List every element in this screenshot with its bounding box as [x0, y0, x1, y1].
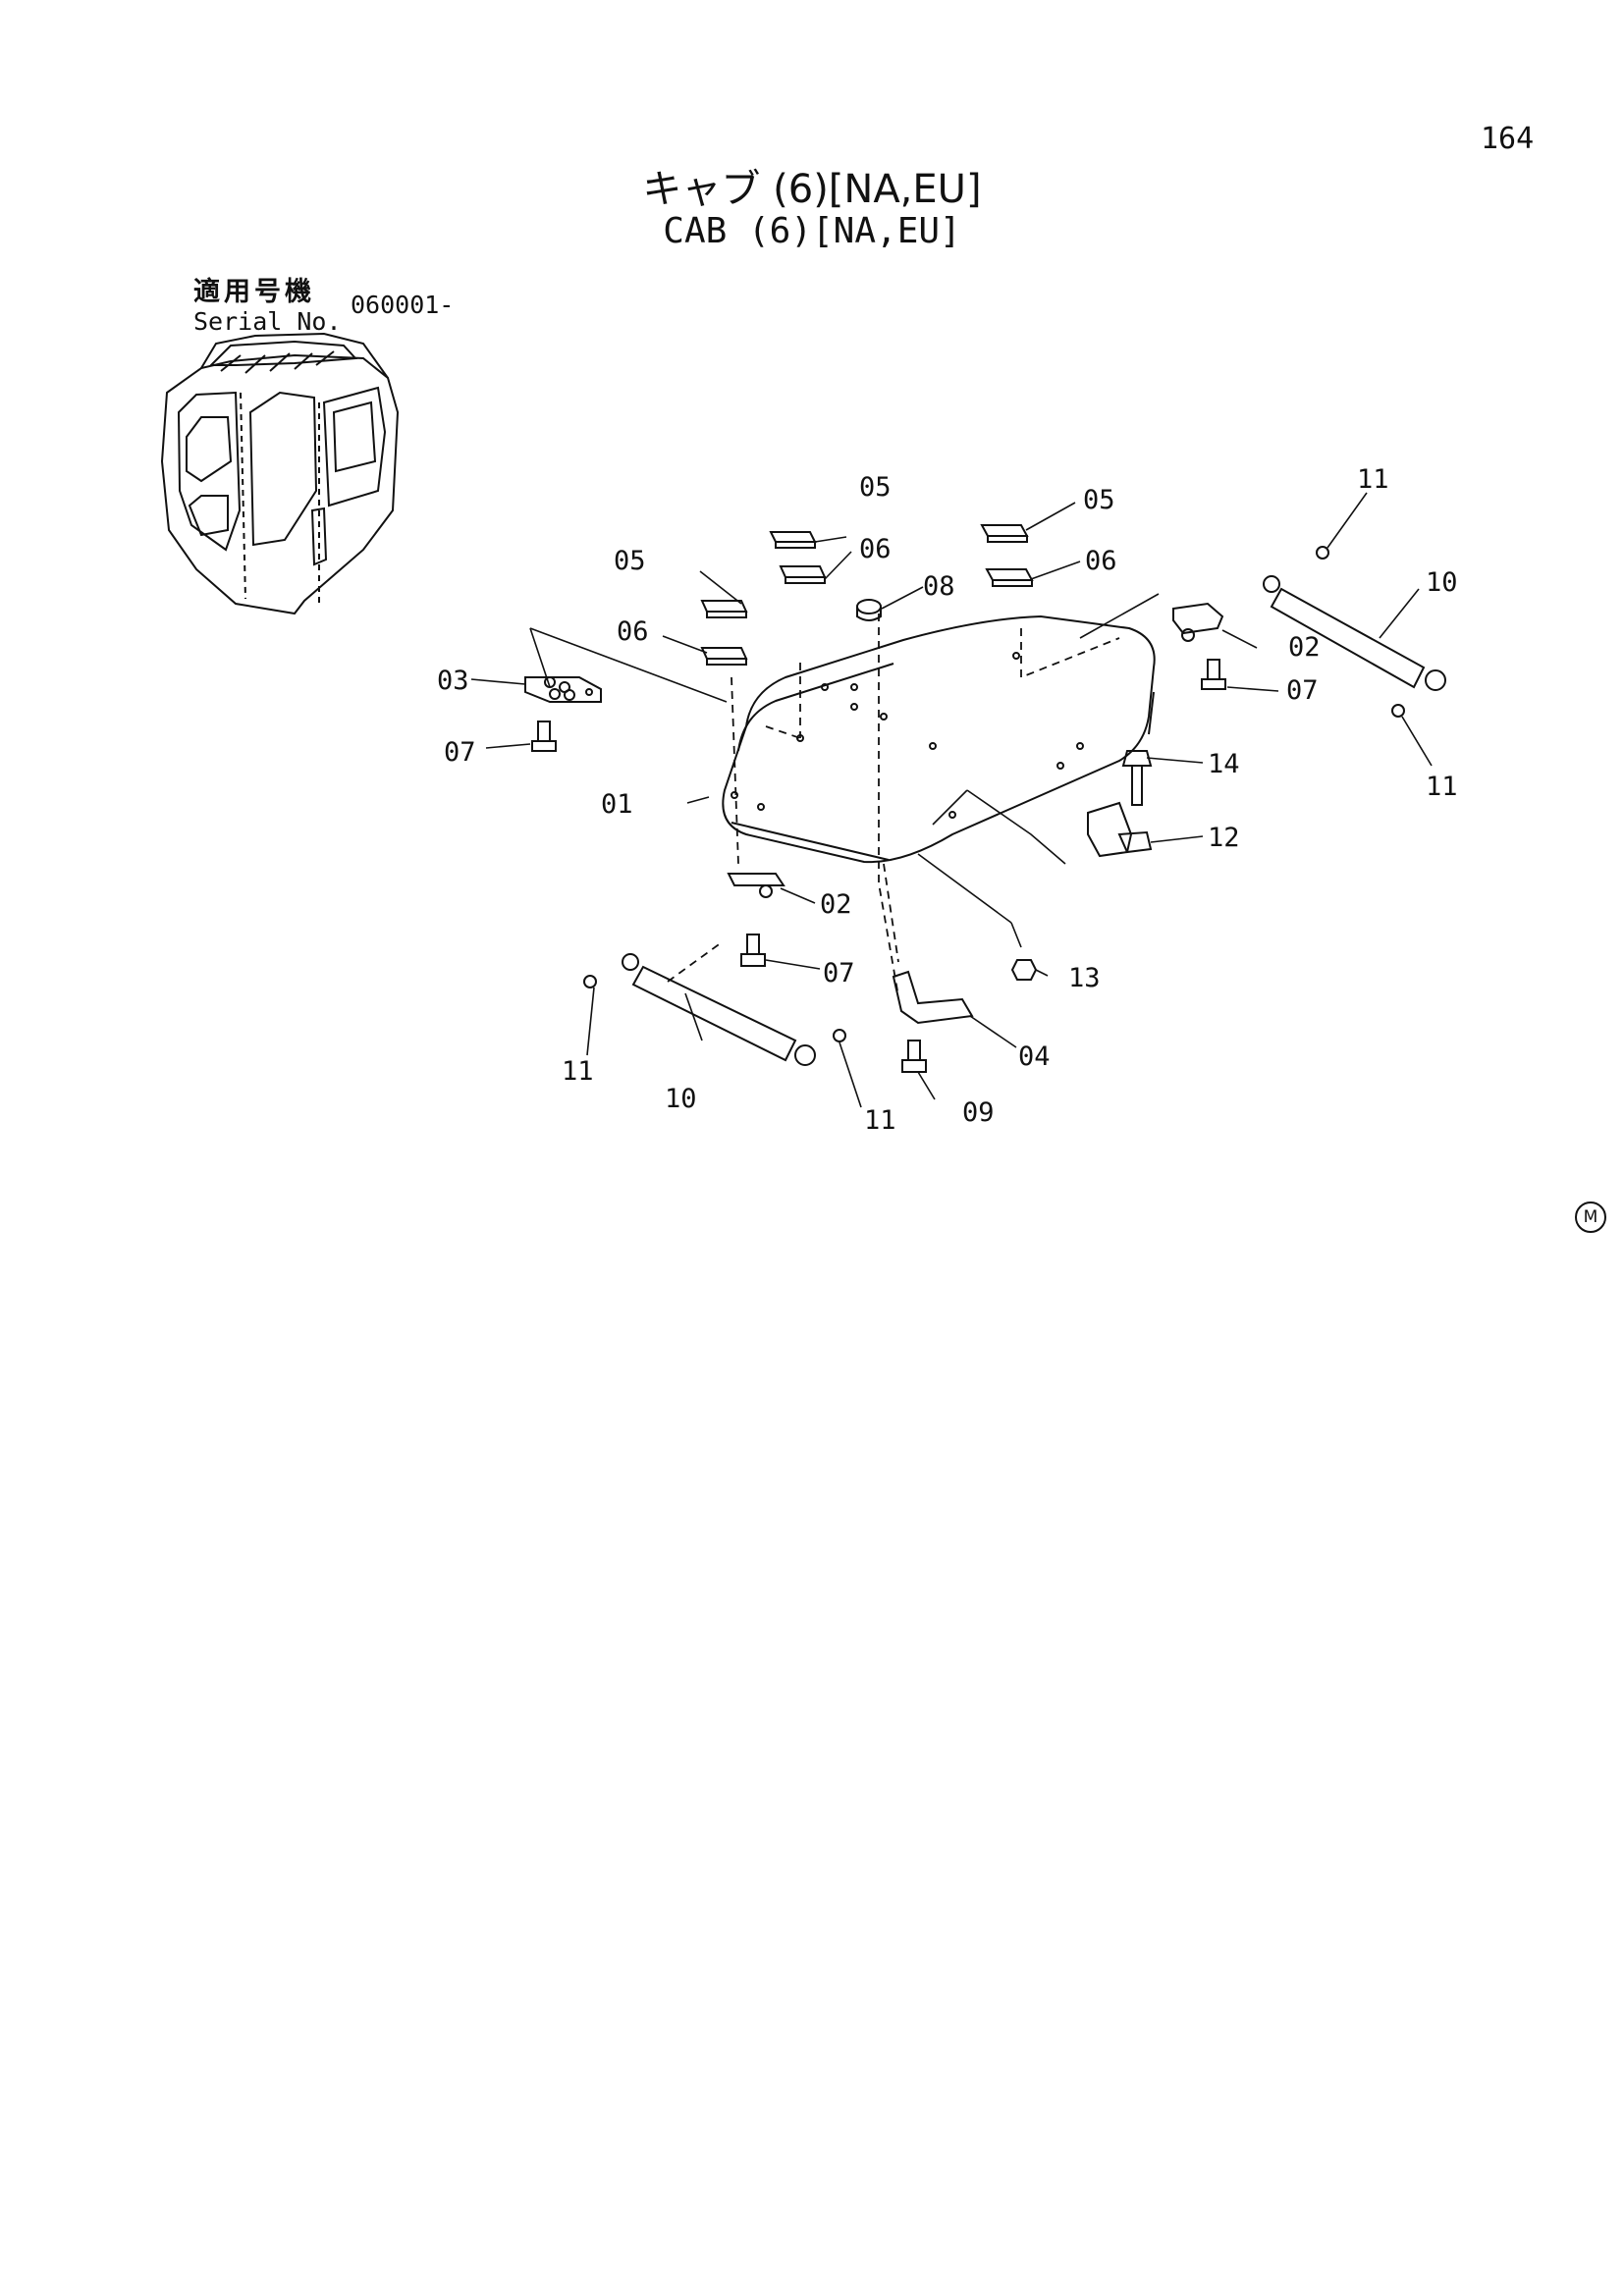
assembly-guide-lines	[667, 614, 1120, 997]
page-title-japanese: キャブ (6)[NA,EU]	[642, 167, 982, 212]
callout-04: 04	[1018, 1041, 1051, 1072]
bolts	[531, 659, 1226, 1073]
callout-leader-lines	[470, 492, 1433, 1108]
callout-05-right: 05	[1083, 485, 1115, 515]
manufacturer-mark: M	[1575, 1201, 1606, 1233]
page-number: 164	[1481, 122, 1535, 156]
callout-11-lower: 11	[864, 1105, 896, 1136]
snap-rings	[583, 546, 1405, 1042]
callout-08: 08	[923, 571, 955, 602]
callout-06-left: 06	[617, 616, 649, 647]
callout-14: 14	[1208, 749, 1240, 779]
grab-handle	[892, 970, 974, 1025]
serial-number-value: 060001-	[351, 291, 455, 319]
callout-02-lower: 02	[820, 889, 852, 920]
callout-10-left: 10	[665, 1084, 697, 1114]
callout-07-right: 07	[1286, 675, 1319, 706]
plug-cap	[856, 599, 882, 621]
callout-12: 12	[1208, 823, 1240, 853]
callout-02-upper: 02	[1288, 632, 1321, 663]
callout-07-left: 07	[444, 737, 476, 768]
callout-13: 13	[1068, 963, 1101, 993]
hinge-brackets	[727, 602, 1224, 898]
callout-11-right: 11	[1426, 772, 1458, 802]
shim-plates	[700, 524, 1034, 666]
callout-06-right: 06	[1085, 546, 1117, 576]
callout-09: 09	[962, 1097, 995, 1128]
callout-06-center: 06	[859, 534, 892, 564]
callout-01: 01	[601, 789, 633, 820]
page-title-english: CAB (6)[NA,EU]	[663, 211, 961, 251]
callout-05-left: 05	[614, 546, 646, 576]
cab-thumbnail-illustration	[160, 332, 400, 615]
bracket-left	[524, 676, 602, 703]
gas-struts	[622, 575, 1446, 1066]
assembly-lines	[529, 593, 1160, 948]
serial-label-english: Serial No.	[193, 307, 342, 336]
callout-05-center: 05	[859, 472, 892, 503]
latch-assembly	[1010, 750, 1153, 981]
callout-11-left: 11	[562, 1056, 594, 1087]
callout-10-right: 10	[1426, 567, 1458, 598]
callout-07-lower: 07	[823, 958, 855, 988]
roof-window-panel	[722, 614, 1156, 864]
serial-label-japanese: 適用号機	[193, 277, 315, 307]
callout-03: 03	[437, 666, 469, 696]
callout-11-top-right: 11	[1357, 464, 1389, 495]
